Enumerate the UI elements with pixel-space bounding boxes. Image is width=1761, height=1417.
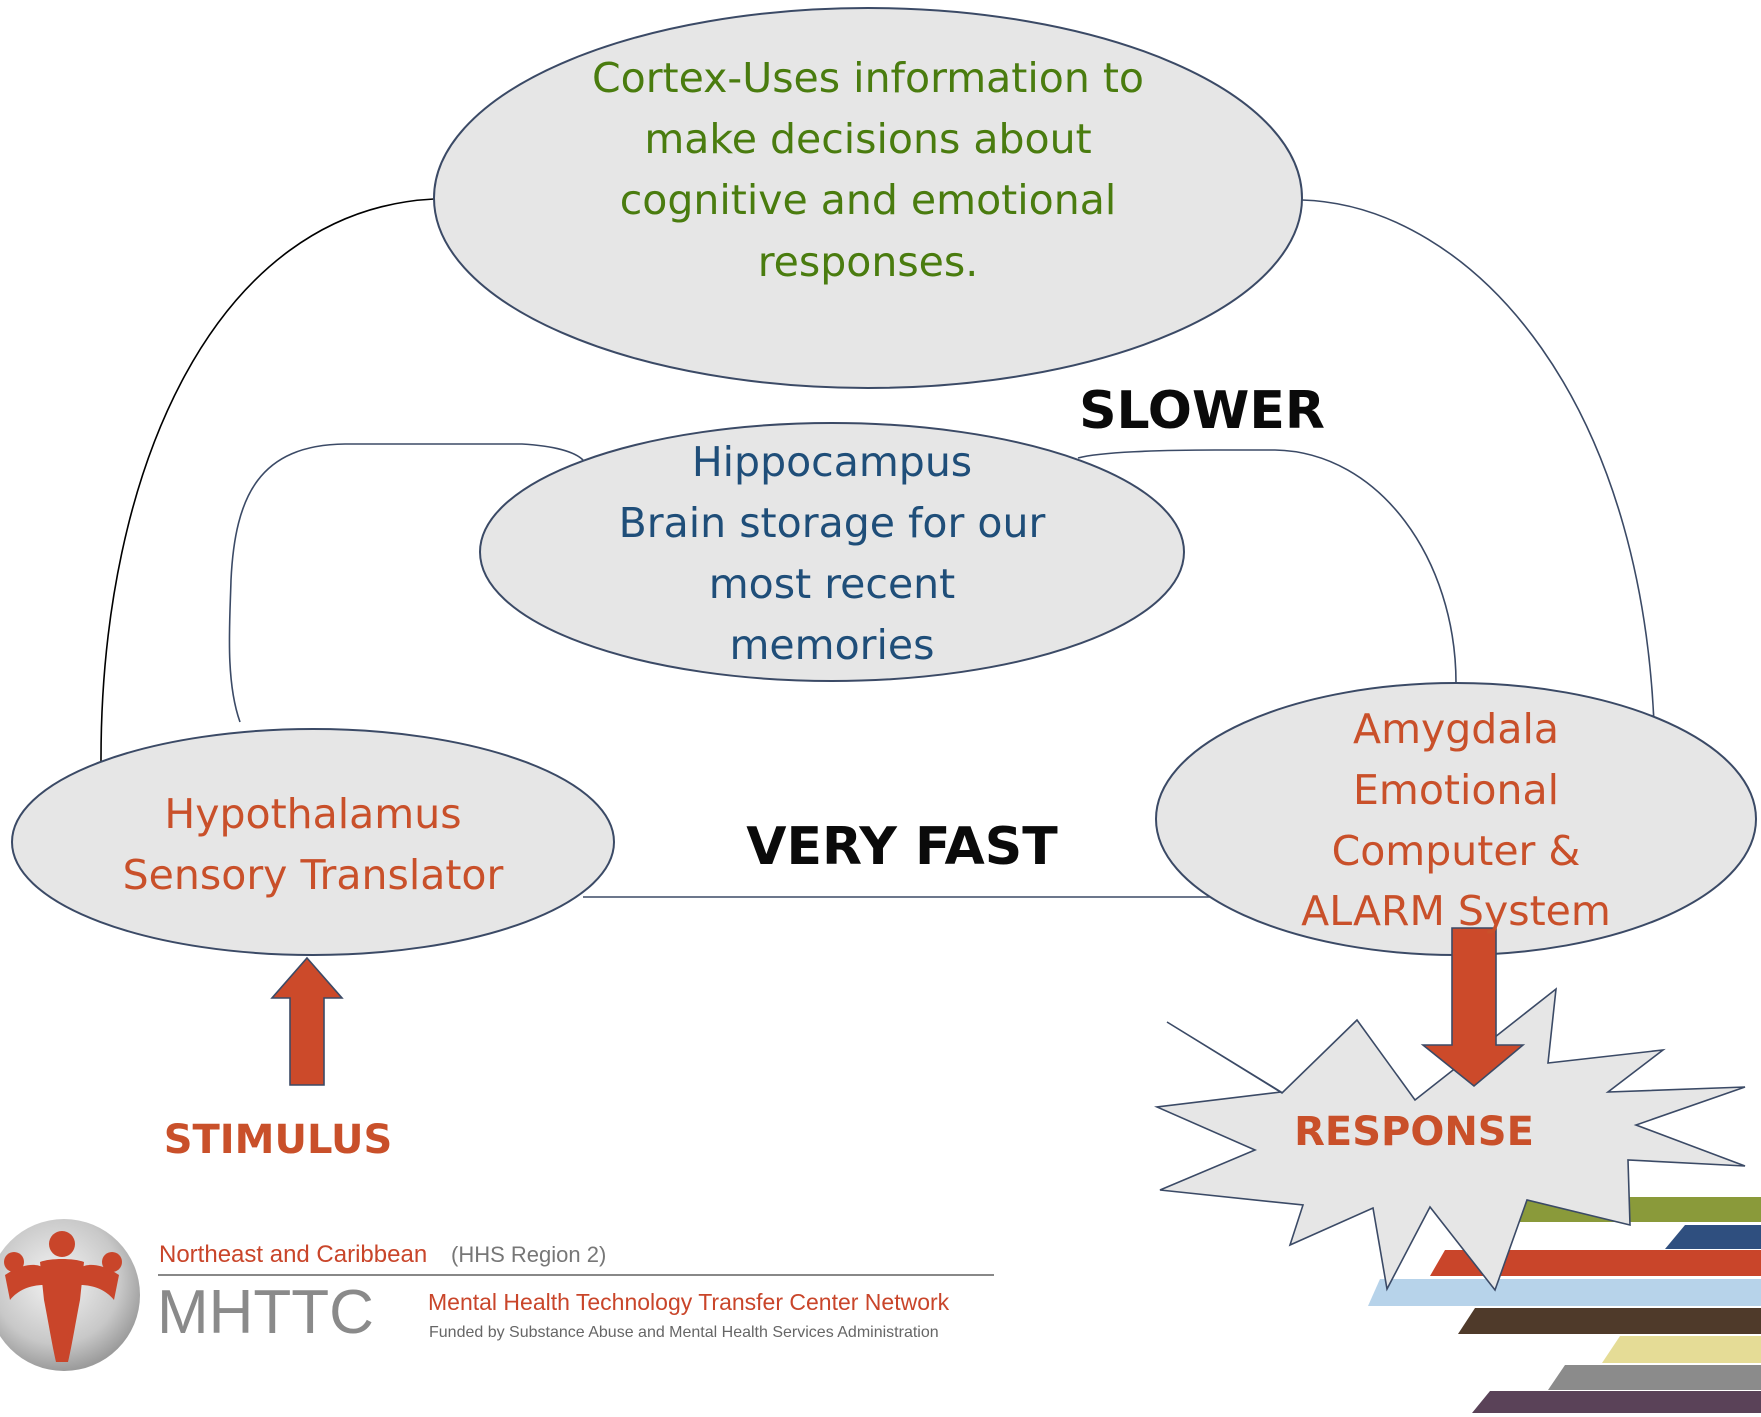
cortex-line-3: cognitive and emotional bbox=[620, 176, 1116, 224]
footer-region-name: Northeast and Caribbean bbox=[159, 1241, 427, 1268]
stripe-rust bbox=[1430, 1250, 1761, 1276]
cortex-line-2: make decisions about bbox=[644, 115, 1091, 163]
cortex-ellipse bbox=[433, 7, 1303, 389]
hypothalamus-label: Hypothalamus Sensory Translator bbox=[123, 790, 504, 899]
amygdala-line-2: Emotional bbox=[1353, 766, 1559, 814]
hippocampus-line-2: Brain storage for our bbox=[619, 499, 1046, 547]
hypothalamus-line-1: Hypothalamus bbox=[164, 790, 461, 838]
stimulus-arrow bbox=[270, 956, 344, 1086]
hippocampus-line-4: memories bbox=[729, 621, 934, 669]
very-fast-label: VERY FAST bbox=[746, 817, 1058, 877]
stripe-navy bbox=[1665, 1225, 1761, 1249]
brain-regions bbox=[11, 7, 1757, 956]
connectors bbox=[100, 198, 1656, 898]
response-arrow bbox=[1420, 927, 1526, 1088]
cortex-line-4: responses. bbox=[758, 238, 979, 286]
slower-label: SLOWER bbox=[1079, 381, 1325, 441]
stripe-brown bbox=[1458, 1308, 1761, 1334]
hypothalamus-ellipse bbox=[11, 728, 615, 956]
stimulus-label: STIMULUS bbox=[164, 1117, 393, 1163]
amygdala-line-4: ALARM System bbox=[1301, 887, 1611, 935]
hippocampus-ellipse bbox=[479, 422, 1185, 682]
stripe-gray bbox=[1548, 1365, 1761, 1390]
footer-funding: Funded by Substance Abuse and Mental Hea… bbox=[429, 1324, 939, 1341]
amygdala-label: Amygdala Emotional Computer & ALARM Syst… bbox=[1301, 705, 1611, 935]
decorative-stripes bbox=[1368, 1197, 1761, 1413]
cortex-line-1: Cortex-Uses information to bbox=[592, 54, 1144, 102]
hippocampus-line-1: Hippocampus bbox=[692, 438, 972, 486]
response-starburst bbox=[1153, 987, 1746, 1292]
response-label: RESPONSE bbox=[1294, 1109, 1534, 1155]
stripe-sand bbox=[1602, 1336, 1761, 1363]
hippocampus-line-3: most recent bbox=[709, 560, 956, 608]
stripe-plum bbox=[1472, 1391, 1761, 1413]
footer-network-name: Mental Health Technology Transfer Center… bbox=[428, 1289, 950, 1315]
stripe-lightblue bbox=[1368, 1279, 1761, 1306]
footer-acronym: MHTTC bbox=[157, 1278, 374, 1347]
hypothalamus-line-2: Sensory Translator bbox=[123, 851, 504, 899]
connector-hypothalamus-hippocampus bbox=[228, 443, 584, 723]
connector-hippocampus-amygdala bbox=[1077, 449, 1457, 684]
hippocampus-label: Hippocampus Brain storage for our most r… bbox=[619, 438, 1046, 669]
connector-cortex-amygdala bbox=[1301, 199, 1656, 771]
mhttc-logo: Northeast and Caribbean (HHS Region 2) M… bbox=[0, 1219, 994, 1371]
amygdala-line-3: Computer & bbox=[1332, 827, 1581, 875]
footer-region-note: (HHS Region 2) bbox=[451, 1242, 606, 1267]
cortex-label: Cortex-Uses information to make decision… bbox=[592, 54, 1144, 286]
connector-hypothalamus-cortex bbox=[100, 198, 435, 764]
logo-figure-icon bbox=[4, 1231, 122, 1362]
amygdala-line-1: Amygdala bbox=[1353, 705, 1559, 753]
